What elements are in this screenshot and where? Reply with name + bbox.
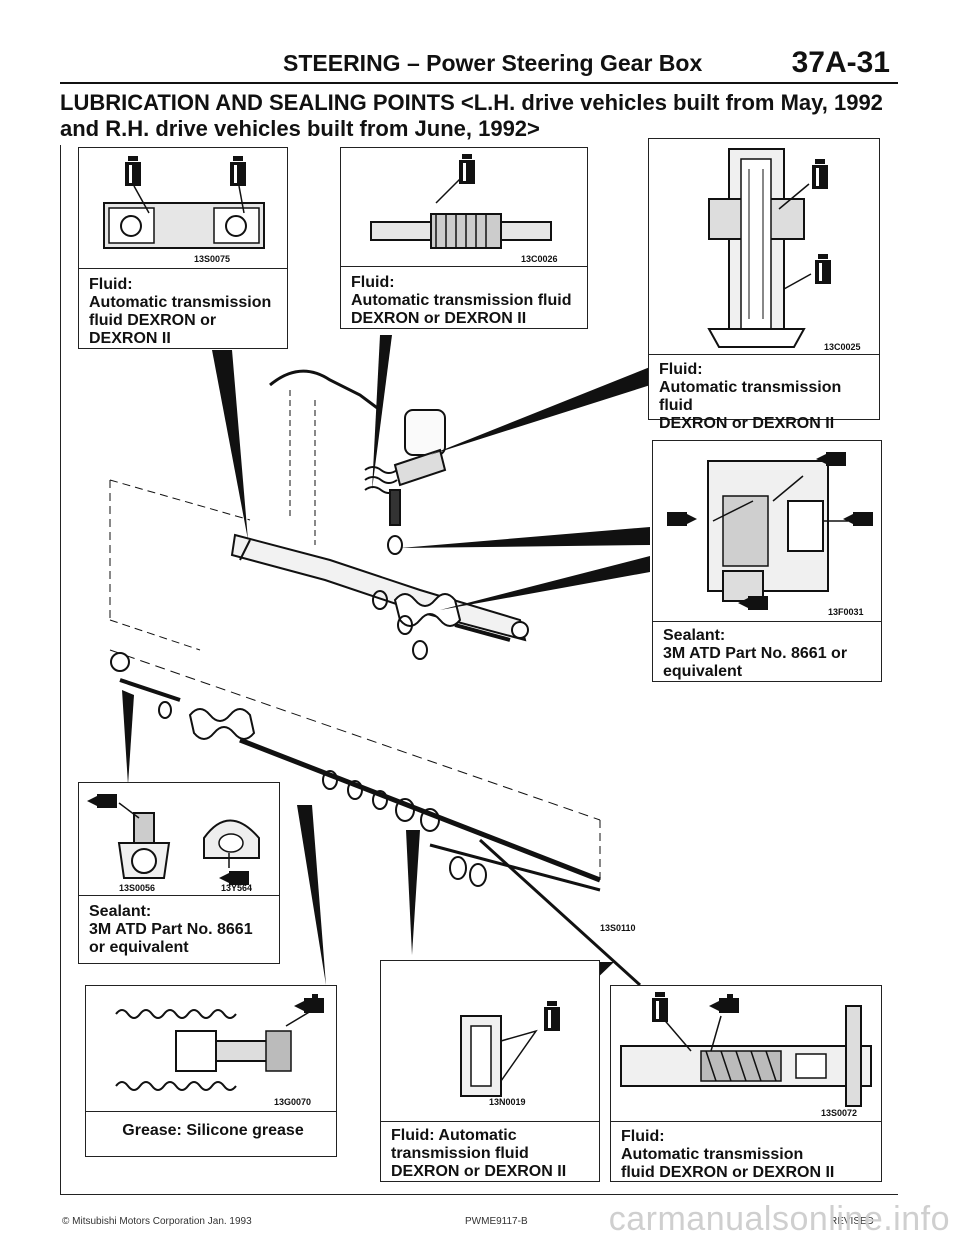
callout-caption: Fluid: Automatic transmission fluid DEXR… <box>621 1128 835 1181</box>
grease-gun-icon <box>294 994 324 1013</box>
figure-code: 13S0056 <box>119 883 156 893</box>
callout-valve-body-fluid: 13C0025 Fluid: Automatic transmission fl… <box>648 138 880 432</box>
figure-code: 13N0019 <box>489 1097 526 1107</box>
figure-frame-left <box>60 145 61 1195</box>
callout-caption: Sealant: 3M ATD Part No. 8661 or equival… <box>89 903 253 956</box>
figure-frame-bottom <box>60 1194 898 1195</box>
watermark: carmanualsonline.info <box>608 1200 950 1238</box>
gear-housing-figure <box>653 441 881 622</box>
oil-can-icon <box>815 254 831 284</box>
sealant-tube-icon <box>738 596 768 610</box>
sealant-tube-icon <box>816 452 846 466</box>
diagram-code: 13S0110 <box>600 923 636 933</box>
section-title: STEERING – Power Steering Gear Box <box>283 50 703 76</box>
tie-rod-end-figure <box>79 783 279 896</box>
sealant-tube-icon <box>219 871 249 885</box>
callout-caption: Fluid: Automatic transmission fluid DEXR… <box>89 276 272 347</box>
cylinder-figure <box>381 961 599 1122</box>
sealant-tube-icon <box>667 512 697 526</box>
boot-figure <box>86 986 336 1112</box>
figure-code: 13S0075 <box>194 254 231 264</box>
oil-can-icon <box>652 992 668 1022</box>
callout-cylinder-fluid: 13N0019 Fluid: Automatic transmission fl… <box>380 960 600 1182</box>
callout-caption: Grease: Silicone grease <box>122 1122 304 1139</box>
callout-caption: Fluid: Automatic transmission fluid DEXR… <box>659 361 842 432</box>
figure-code: 13S0072 <box>821 1108 858 1118</box>
page-number: 37A-31 <box>791 46 890 79</box>
valve-body-figure <box>649 139 879 355</box>
figure-code: 13F0031 <box>828 607 864 617</box>
callout-pinion-fluid: 13C0026 Fluid: Automatic transmission fl… <box>340 147 588 329</box>
sealant-tube-icon <box>843 512 873 526</box>
callout-tie-rod-end-sealant: 13S0056 13Y564 Sealant: 3M ATD Part No. … <box>78 782 280 964</box>
callout-caption: Fluid: Automatic transmission fluid DEXR… <box>391 1127 567 1180</box>
footer-pub-code: PWME9117-B <box>465 1216 528 1227</box>
oil-can-icon <box>544 1001 560 1031</box>
callout-boot-grease: 13G0070 Grease: Silicone grease <box>85 985 337 1157</box>
figure-code: 13G0070 <box>274 1097 312 1107</box>
oil-can-icon <box>125 156 141 186</box>
rack-figure <box>611 986 881 1122</box>
figure-code-2: 13Y564 <box>221 883 253 893</box>
pinion-figure <box>341 148 587 267</box>
oil-can-icon <box>459 154 475 184</box>
header-rule <box>60 82 898 84</box>
callout-caption: Fluid: Automatic transmission fluid DEXR… <box>351 274 572 327</box>
footer-copyright: © Mitsubishi Motors Corporation Jan. 199… <box>62 1216 252 1227</box>
bearing-figure <box>79 148 287 269</box>
oil-can-icon <box>230 156 246 186</box>
grease-gun-icon <box>709 994 739 1013</box>
sealant-tube-icon <box>87 794 117 808</box>
figure-code: 13C0026 <box>521 254 558 264</box>
callout-caption: Sealant: 3M ATD Part No. 8661 or equival… <box>663 627 848 680</box>
callout-rack-fluid: 13S0072 Fluid: Automatic transmission fl… <box>610 985 882 1182</box>
callout-bearing-fluid: 13S0075 Fluid: Automatic transmission fl… <box>78 147 288 349</box>
main-heading: LUBRICATION AND SEALING POINTS <L.H. dri… <box>60 90 883 141</box>
footer-revised: REVISED <box>830 1216 874 1227</box>
callout-gear-housing-sealant: 13F0031 Sealant: 3M ATD Part No. 8661 or… <box>652 440 882 682</box>
figure-code: 13C0025 <box>824 342 861 352</box>
oil-can-icon <box>812 159 828 189</box>
